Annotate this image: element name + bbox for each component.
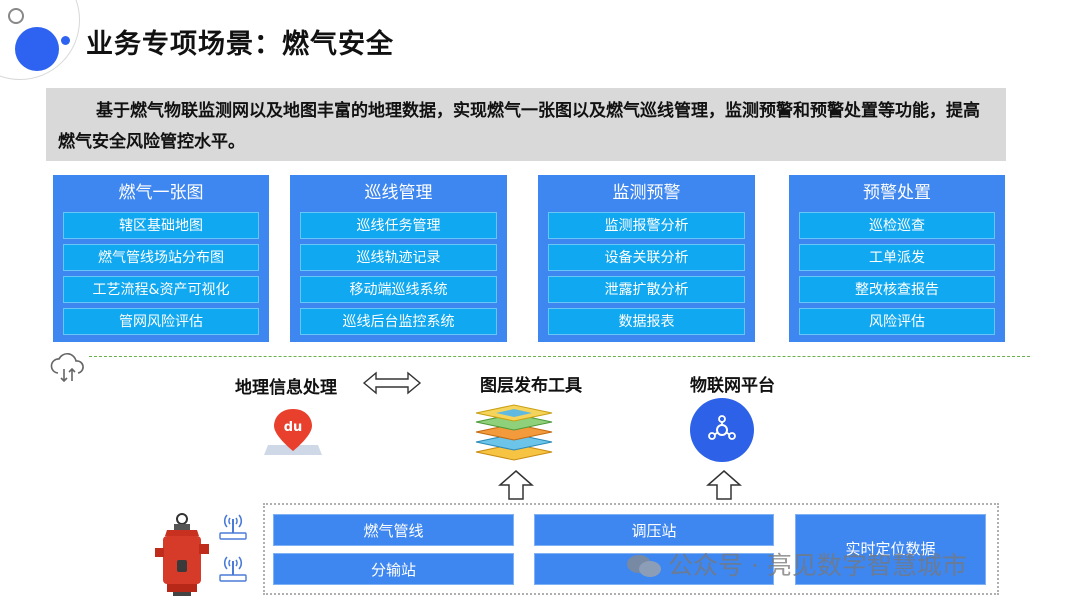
card-item: 巡检巡查 xyxy=(799,212,995,239)
card-item: 燃气管线场站分布图 xyxy=(63,244,259,271)
up-arrow-icon xyxy=(706,470,742,500)
card-item: 设备关联分析 xyxy=(548,244,745,271)
cloud-sync-icon xyxy=(50,353,84,383)
source-realtime-location: 实时定位数据 xyxy=(795,514,986,585)
source-distribution-station: 分输站 xyxy=(273,553,514,585)
geo-processing-label: 地理信息处理 xyxy=(235,378,337,398)
intro-text: 基于燃气物联监测网以及地图丰富的地理数据，实现燃气一张图以及燃气巡线管理，监测预… xyxy=(46,88,1006,161)
card-item: 整改核查报告 xyxy=(799,276,995,303)
decorative-blue-circle xyxy=(15,27,59,71)
iot-platform-icon xyxy=(690,398,754,462)
iot-platform-label: 物联网平台 xyxy=(690,376,775,396)
du-logo-text: du xyxy=(284,420,303,435)
data-source-container xyxy=(263,503,999,595)
card-item: 监测报警分析 xyxy=(548,212,745,239)
card-item: 辖区基础地图 xyxy=(63,212,259,239)
card-title: 燃气一张图 xyxy=(118,183,204,203)
card-item: 巡线任务管理 xyxy=(300,212,497,239)
up-arrow-icon xyxy=(498,470,534,500)
card-item: 移动端巡线系统 xyxy=(300,276,497,303)
decorative-blue-dot xyxy=(61,36,70,45)
card-item: 管网风险评估 xyxy=(63,308,259,335)
antenna-icon xyxy=(219,514,247,540)
card-patrol-management: 巡线管理 巡线任务管理 巡线轨迹记录 移动端巡线系统 巡线后台监控系统 xyxy=(290,175,507,342)
card-item: 风险评估 xyxy=(799,308,995,335)
card-item: 工艺流程&资产可视化 xyxy=(63,276,259,303)
layer-publish-label: 图层发布工具 xyxy=(480,376,582,396)
section-divider xyxy=(89,356,1030,357)
card-title: 预警处置 xyxy=(863,183,931,203)
wechat-icon xyxy=(627,555,661,577)
source-gas-pipeline: 燃气管线 xyxy=(273,514,514,546)
page-title: 业务专项场景：燃气安全 xyxy=(86,29,394,60)
card-monitoring-alert: 监测预警 监测报警分析 设备关联分析 泄露扩散分析 数据报表 xyxy=(538,175,755,342)
card-alert-handling: 预警处置 巡检巡查 工单派发 整改核查报告 风险评估 xyxy=(789,175,1005,342)
baidu-map-logo: du xyxy=(264,409,322,455)
card-item: 工单派发 xyxy=(799,244,995,271)
watermark-text: 公众号 · 亮见数字智慧城市 xyxy=(668,551,967,580)
card-item: 巡线轨迹记录 xyxy=(300,244,497,271)
decorative-small-ring xyxy=(8,8,24,24)
gas-detector-device xyxy=(155,513,209,596)
antenna-icon xyxy=(219,556,247,582)
card-item: 巡线后台监控系统 xyxy=(300,308,497,335)
card-title: 监测预警 xyxy=(612,183,681,203)
watermark: 公众号 · 亮见数字智慧城市 xyxy=(626,546,967,582)
source-pressure-station: 调压站 xyxy=(534,514,774,546)
card-item: 数据报表 xyxy=(548,308,745,335)
card-title: 巡线管理 xyxy=(364,183,433,203)
iot-hub-icon xyxy=(708,415,736,440)
card-item: 泄露扩散分析 xyxy=(548,276,745,303)
double-arrow-icon xyxy=(362,371,422,395)
layers-map-icon xyxy=(475,404,553,461)
card-gas-map: 燃气一张图 辖区基础地图 燃气管线场站分布图 工艺流程&资产可视化 管网风险评估 xyxy=(53,175,269,342)
